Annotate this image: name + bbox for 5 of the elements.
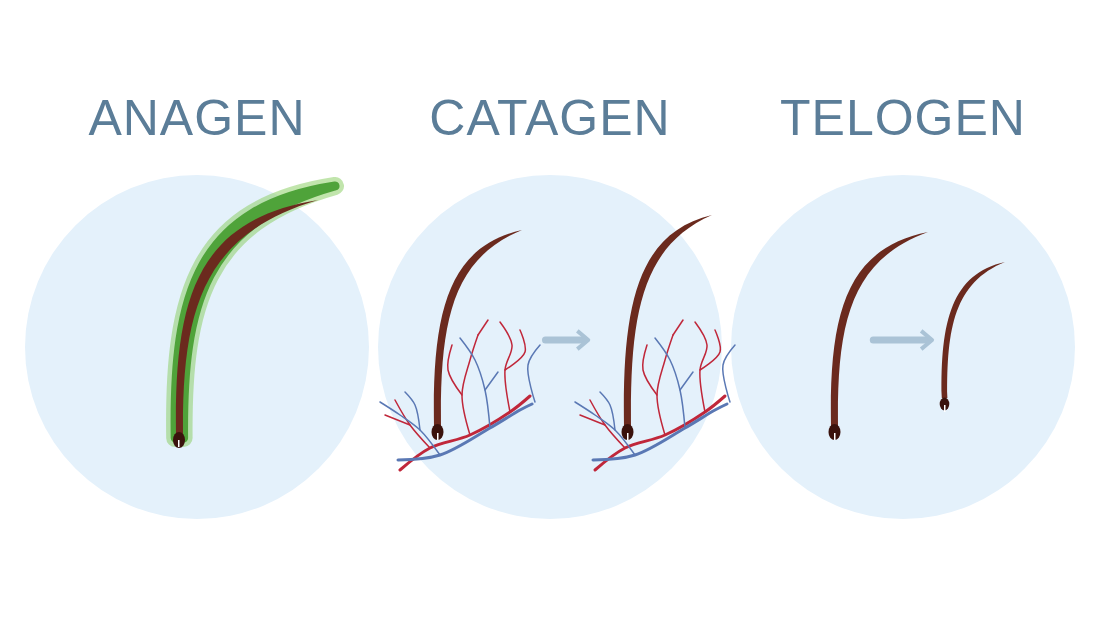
phase-heading: CATAGEN (428, 89, 672, 148)
arrow (869, 328, 935, 352)
arrow (541, 328, 591, 352)
phase-heading: TELOGEN (779, 89, 1027, 148)
phase-heading: ANAGEN (87, 89, 307, 148)
